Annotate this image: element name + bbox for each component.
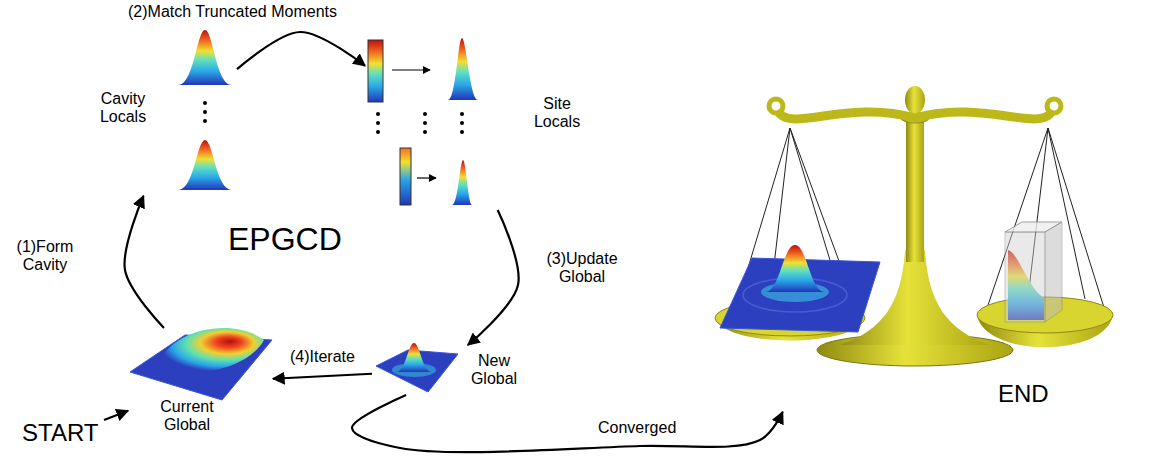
- truncation-box: [1045, 222, 1062, 322]
- truncation-box: [1005, 232, 1045, 322]
- scale-beam: [780, 112, 1050, 119]
- edge-label: (1)Form Cavity: [8, 238, 82, 274]
- ellipsis-dot: [460, 112, 464, 116]
- truncated-gaussian: [400, 148, 411, 205]
- ellipsis-dot: [376, 130, 380, 134]
- illustrated-node: Current Global: [128, 328, 273, 437]
- flow-arrow: [273, 374, 372, 379]
- ellipsis-dot: [423, 130, 427, 134]
- scale-curl: [769, 99, 783, 113]
- ellipsis-dot: [203, 101, 207, 105]
- edge-label: (2)Match Truncated Moments: [128, 3, 337, 21]
- node-label: Cavity Locals: [92, 90, 154, 126]
- illustrated-node: Site Locals: [365, 35, 583, 210]
- node-label: Site Locals: [531, 95, 583, 131]
- ellipsis-dot: [376, 121, 380, 125]
- ellipsis-dot: [376, 112, 380, 116]
- truncated-gaussian: [368, 40, 383, 102]
- flow-arrow: [352, 395, 783, 452]
- node-label: Current Global: [154, 398, 220, 434]
- small-arrow: [417, 177, 436, 178]
- gaussian-surface: [396, 343, 432, 372]
- end-node: END: [715, 85, 1115, 412]
- gaussian-curve: [178, 140, 232, 190]
- gaussian-surface: [158, 328, 264, 372]
- ellipsis-dot: [460, 121, 464, 125]
- gaussian-surface: [765, 245, 825, 292]
- node-label: New Global: [466, 352, 522, 388]
- scale-knob: [905, 86, 925, 114]
- ellipsis-dot: [203, 119, 207, 123]
- flow-arrow: [104, 411, 128, 420]
- edge-label: (4)Iterate: [290, 348, 355, 366]
- flow-arrow: [125, 196, 164, 328]
- gaussian-curve: [178, 30, 232, 85]
- scale-curl: [1047, 99, 1061, 113]
- edge-label: Converged: [598, 419, 676, 437]
- flow-arrow: [237, 32, 365, 69]
- flow-arrow: [468, 210, 519, 345]
- ellipsis-dot: [203, 110, 207, 114]
- node-label: START: [22, 420, 98, 447]
- gaussian-curve: [452, 160, 472, 205]
- ellipsis-dot: [423, 121, 427, 125]
- edge-label: (3)Update Global: [540, 250, 624, 286]
- small-arrow: [392, 69, 430, 70]
- ellipsis-dot: [460, 130, 464, 134]
- ellipsis-dot: [423, 112, 427, 116]
- node-label: END: [998, 381, 1049, 408]
- illustrated-node: Cavity Locals: [92, 28, 237, 196]
- scale-pillar: [906, 112, 924, 262]
- diagram-title: EPGCD: [228, 222, 342, 258]
- start-node: START: [22, 418, 104, 454]
- gaussian-curve: [448, 38, 478, 100]
- illustrated-node: New Global: [372, 345, 522, 395]
